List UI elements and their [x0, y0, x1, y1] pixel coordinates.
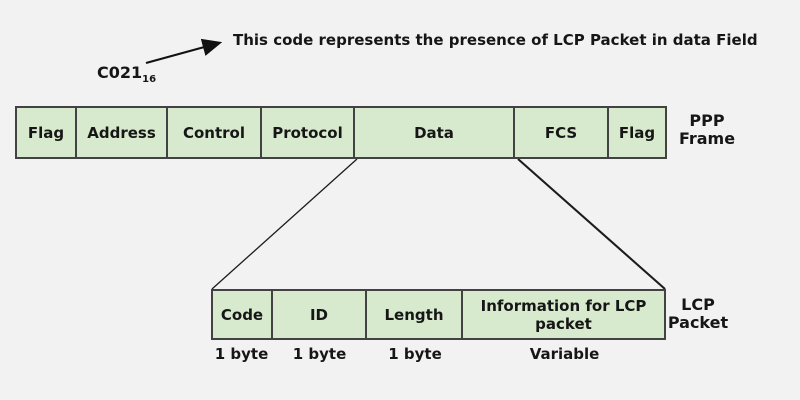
lcp-cell-label: ID — [309, 305, 329, 324]
code-subscript: 16 — [142, 74, 157, 86]
lcp-cell-label: Length — [384, 305, 444, 324]
lcp-cell-information: Information for LCP packet — [463, 291, 664, 338]
ppp-cell-fcs: FCS — [515, 108, 609, 157]
ppp-cell-protocol: Protocol — [262, 108, 355, 157]
lcp-cell-length: Length — [367, 291, 463, 338]
ppp-cell-flag-start: Flag — [17, 108, 77, 157]
expand-line-right — [517, 158, 666, 290]
ppp-cell-flag-end: Flag — [609, 108, 665, 157]
size-label-code: 1 byte — [214, 345, 269, 363]
lcp-cell-id: ID — [273, 291, 367, 338]
ppp-cell-address: Address — [77, 108, 168, 157]
annotation-text: This code represents the presence of LCP… — [233, 31, 758, 49]
code-value: C021 — [97, 63, 143, 82]
ppp-cell-label: Protocol — [272, 123, 343, 142]
ppp-cell-label: FCS — [544, 123, 578, 142]
size-label-id: 1 byte — [292, 345, 347, 363]
lcp-cell-label: Information for LCP packet — [480, 296, 647, 333]
annotation-arrow — [145, 38, 223, 65]
lcp-size-row: 1 byte 1 byte 1 byte Variable — [211, 345, 666, 363]
ppp-cell-label: Flag — [27, 123, 65, 142]
ppp-cell-label: Address — [87, 123, 156, 142]
ppp-cell-data: Data — [355, 108, 515, 157]
lcp-cell-label: Code — [220, 305, 264, 324]
size-label-length: 1 byte — [388, 345, 442, 363]
lcp-packet-label: LCP Packet — [667, 295, 729, 332]
lcp-packet: Code ID Length Information for LCP packe… — [211, 289, 666, 340]
ppp-frame-label: PPP Frame — [678, 111, 736, 148]
ppp-cell-control: Control — [168, 108, 262, 157]
code-label: C02116 — [97, 63, 156, 85]
ppp-cell-label: Control — [182, 123, 245, 142]
ppp-cell-label: Flag — [618, 123, 656, 142]
ppp-frame: Flag Address Control Protocol Data FCS F… — [15, 106, 667, 159]
lcp-cell-code: Code — [213, 291, 273, 338]
size-label-information: Variable — [529, 345, 600, 363]
expand-line-left — [211, 158, 358, 290]
ppp-cell-label: Data — [414, 123, 454, 142]
